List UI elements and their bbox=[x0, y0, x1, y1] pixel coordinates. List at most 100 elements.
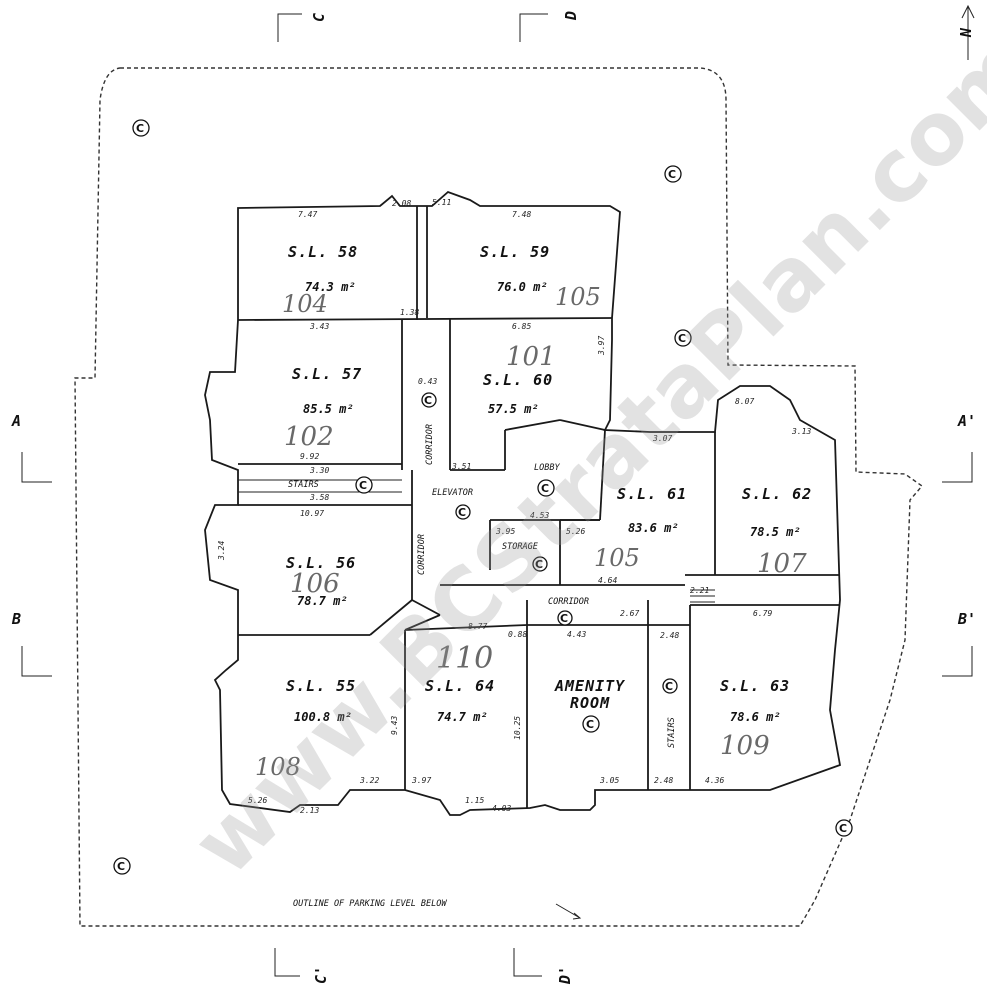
unit-area-sl61: 83.6 m² bbox=[628, 521, 679, 535]
dimension-label: 3.30 bbox=[309, 466, 329, 475]
unit-area-sl59: 76.0 m² bbox=[497, 280, 548, 294]
wall bbox=[237, 317, 613, 321]
dimension-label: 2.48 bbox=[654, 776, 673, 785]
unit-area-sl57: 85.5 m² bbox=[303, 402, 354, 416]
dimension-label: 10.25 bbox=[513, 716, 522, 740]
parking-level-outline bbox=[74, 67, 924, 927]
svg-text:N: N bbox=[956, 27, 974, 38]
dimension-label: 8.07 bbox=[735, 397, 754, 406]
dimension-label: 2.21 bbox=[690, 586, 709, 595]
dimension-label: 5.11 bbox=[432, 198, 451, 207]
dimension-label: 0.43 bbox=[418, 377, 437, 386]
dimension-label: 8.77 bbox=[468, 622, 487, 631]
svg-text:C: C bbox=[678, 332, 686, 345]
svg-text:C: C bbox=[839, 822, 847, 835]
wall bbox=[559, 419, 606, 431]
wall bbox=[404, 624, 528, 631]
handwritten-unit-sl63: 109 bbox=[720, 731, 770, 761]
dimension-label: 3.07 bbox=[652, 434, 672, 443]
lobby-label: LOBBY bbox=[534, 463, 560, 473]
unit-label-sl62: S.L. 62 bbox=[742, 485, 812, 503]
svg-text:C: C bbox=[359, 479, 367, 492]
section-marker-d-top: D bbox=[519, 11, 580, 42]
svg-text:C': C' bbox=[312, 966, 330, 984]
parking-outline-note: OUTLINE OF PARKING LEVEL BELOW bbox=[293, 899, 447, 909]
handwritten-unit-sl62: 107 bbox=[757, 549, 807, 579]
svg-text:A: A bbox=[11, 412, 21, 430]
common-property-marker: C bbox=[674, 329, 692, 347]
unit-label-sl59: S.L. 59 bbox=[480, 243, 550, 261]
handwritten-unit-sl57: 102 bbox=[284, 422, 334, 452]
common-property-marker: C bbox=[532, 556, 548, 572]
dimension-label: 3.22 bbox=[359, 776, 379, 785]
dimension-label: 4.43 bbox=[567, 630, 586, 639]
svg-text:B: B bbox=[11, 610, 21, 628]
section-marker-b-left: B bbox=[11, 610, 52, 677]
unit-label-sl61: S.L. 61 bbox=[617, 485, 687, 503]
dimension-label: 3.43 bbox=[309, 322, 329, 331]
svg-text:B': B' bbox=[957, 610, 976, 628]
section-marker-c-top: C bbox=[277, 13, 328, 42]
unit-area-sl63: 78.6 m² bbox=[730, 710, 781, 724]
dimension-label: 3.97 bbox=[597, 336, 606, 356]
wall bbox=[504, 419, 561, 431]
dimension-label: 2.48 bbox=[660, 631, 679, 640]
svg-text:C: C bbox=[535, 558, 543, 571]
unit-label-sl56: S.L. 56 bbox=[286, 554, 356, 572]
dimension-label: 4.64 bbox=[598, 576, 617, 585]
handwritten-unit-sl58: 104 bbox=[282, 290, 328, 318]
handwritten-unit-sl61: 105 bbox=[594, 544, 640, 572]
common-property-marker: C bbox=[582, 715, 600, 733]
common-property-marker: C bbox=[835, 819, 853, 837]
dimension-label: 3.24 bbox=[217, 541, 226, 561]
corridor-label-vertical: CORRIDOR bbox=[425, 424, 435, 465]
svg-text:C: C bbox=[424, 394, 432, 407]
handwritten-unit-sl56: 106 bbox=[290, 569, 340, 599]
dimension-label: 2.13 bbox=[300, 806, 319, 815]
watermark: www.BCStrataPlan.com bbox=[174, 16, 987, 895]
handwritten-unit-sl55: 108 bbox=[255, 753, 301, 781]
common-property-marker: C bbox=[557, 610, 573, 626]
common-property-marker: C bbox=[455, 504, 471, 520]
dimension-label: 10.97 bbox=[300, 509, 324, 518]
unit-label-sl64: S.L. 64 bbox=[425, 677, 495, 695]
svg-text:C: C bbox=[586, 718, 594, 731]
handwritten-unit-sl60: 101 bbox=[506, 342, 556, 372]
section-marker-a-right: A' bbox=[942, 412, 976, 483]
dimension-label: 1.38 bbox=[400, 308, 419, 317]
wall bbox=[599, 429, 606, 521]
unit-label-sl57: S.L. 57 bbox=[292, 365, 362, 383]
wall bbox=[411, 599, 441, 616]
unit-label-sl60: S.L. 60 bbox=[483, 371, 553, 389]
svg-text:C: C bbox=[117, 860, 125, 873]
svg-text:D: D bbox=[562, 11, 580, 21]
corridor-label: CORRIDOR bbox=[548, 597, 589, 607]
svg-text:C: C bbox=[665, 680, 673, 693]
dimension-label: 2.67 bbox=[620, 609, 639, 618]
unit-label-sl58: S.L. 58 bbox=[288, 243, 358, 261]
elevator-label: ELEVATOR bbox=[432, 488, 473, 498]
common-property-marker: C bbox=[537, 479, 555, 497]
dimension-label: 4.36 bbox=[705, 776, 724, 785]
unit-label-sl55: S.L. 55 bbox=[286, 677, 356, 695]
dimension-label: 3.58 bbox=[309, 493, 329, 502]
stairs-label-left: STAIRS bbox=[288, 480, 319, 490]
amenity-room-label-2: ROOM bbox=[570, 694, 610, 712]
dimension-label: 4.53 bbox=[530, 511, 549, 520]
section-marker-c-bottom: C' bbox=[274, 948, 330, 984]
svg-text:C: C bbox=[458, 506, 466, 519]
dimension-label: 0.88 bbox=[508, 630, 527, 639]
unit-area-sl58: 74.3 m² bbox=[305, 280, 356, 294]
wall bbox=[404, 614, 441, 631]
dimension-label: 3.97 bbox=[411, 776, 431, 785]
svg-text:C: C bbox=[136, 122, 144, 135]
svg-text:C: C bbox=[541, 482, 549, 495]
dimension-label: 9.43 bbox=[390, 716, 399, 735]
north-arrow-icon: N bbox=[956, 4, 975, 60]
note-leader-arrow bbox=[555, 903, 582, 920]
unit-label-sl63: S.L. 63 bbox=[720, 677, 790, 695]
common-property-marker: C bbox=[132, 119, 150, 137]
dimension-label: 6.85 bbox=[512, 322, 531, 331]
section-marker-b-right: B' bbox=[942, 610, 976, 677]
